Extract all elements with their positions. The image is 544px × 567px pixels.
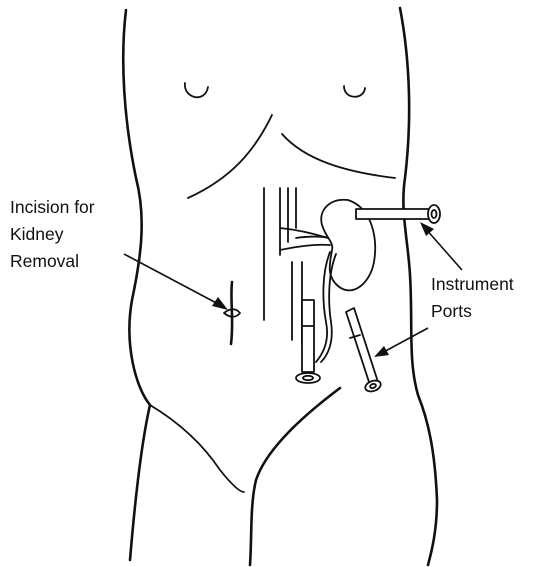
kidney [316, 200, 375, 362]
port-upper-cap-inner [432, 210, 437, 218]
left-rib-margin [188, 115, 272, 198]
port-lower-shaft [346, 308, 378, 385]
ports-label-line1: Instrument [431, 274, 514, 294]
right-groin-line [250, 388, 340, 565]
incision-line [231, 282, 232, 344]
chest-details [185, 83, 395, 198]
ureter-outer [316, 252, 330, 362]
right-rib-margin [282, 134, 395, 178]
great-vessels [264, 188, 330, 345]
incision-mark [224, 282, 240, 344]
port-center-cap-inner [303, 376, 313, 380]
torso-outline [123, 8, 437, 565]
port-center-shaft [302, 300, 314, 372]
incision-label-line2: Kidney [10, 224, 64, 244]
ports-arrow-upper-head [420, 222, 434, 236]
ports-arrow-lower-line [380, 328, 428, 354]
left-groin-line [150, 405, 244, 492]
incision-label-line1: Incision for [10, 197, 95, 217]
torso-left-side [123, 10, 150, 560]
ports-arrow-upper-line [425, 228, 462, 270]
renal-vessel-mid [296, 237, 330, 239]
right-nipple [344, 86, 365, 97]
ports-label-line2: Ports [431, 301, 472, 321]
incision-arrowhead [212, 297, 228, 310]
incision-label: Incision for Kidney Removal [10, 197, 95, 271]
instrument-port-lower [346, 308, 382, 393]
incision-arrow-line [124, 254, 222, 306]
left-nipple [185, 83, 208, 97]
renal-vessel-lower [280, 245, 330, 250]
ports-label: Instrument Ports [431, 274, 514, 321]
incision-label-line3: Removal [10, 251, 79, 271]
port-upper-shaft [356, 209, 432, 219]
instrument-port-center [296, 300, 320, 383]
ports-arrow-lower-head [374, 346, 389, 357]
